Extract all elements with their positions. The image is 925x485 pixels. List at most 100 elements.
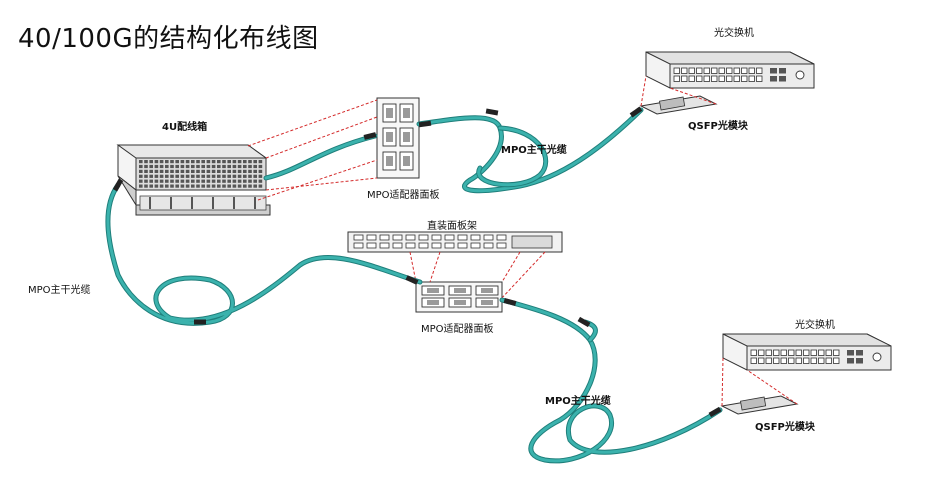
switch-port bbox=[733, 75, 740, 82]
chassis-port bbox=[191, 160, 195, 164]
chassis-port bbox=[139, 184, 143, 188]
patch-port bbox=[496, 234, 507, 241]
chassis-port bbox=[159, 169, 164, 173]
mpo-adapter-core bbox=[454, 288, 466, 293]
chassis-port bbox=[248, 169, 252, 173]
switch-port bbox=[825, 349, 832, 356]
chassis-port bbox=[180, 164, 185, 169]
patch-port bbox=[418, 242, 429, 249]
chassis-port bbox=[149, 164, 153, 169]
patch-port bbox=[470, 234, 481, 241]
chassis-port bbox=[253, 179, 257, 183]
chassis-port bbox=[201, 169, 205, 173]
chassis-port bbox=[237, 184, 242, 188]
chassis-port bbox=[144, 169, 148, 173]
chassis-port bbox=[201, 164, 205, 169]
chassis-port bbox=[149, 160, 153, 164]
chassis-port bbox=[217, 164, 221, 169]
chassis-port bbox=[196, 160, 200, 164]
dashed-link bbox=[640, 75, 647, 107]
chassis-port bbox=[211, 169, 216, 173]
chassis-port bbox=[253, 164, 257, 169]
mpo-adapter-core bbox=[481, 300, 493, 305]
mpo-connector bbox=[112, 178, 124, 192]
chassis-port bbox=[159, 174, 164, 178]
chassis-port bbox=[139, 169, 143, 173]
switch-port bbox=[750, 357, 757, 364]
fiber-cable bbox=[264, 134, 377, 180]
label-patch-panel: 直装面板架 bbox=[427, 221, 477, 232]
cable-connectors bbox=[112, 106, 722, 418]
switch-port bbox=[765, 357, 772, 364]
chassis-port bbox=[154, 184, 159, 188]
mpo-adapter-core bbox=[403, 108, 410, 118]
switch-port bbox=[718, 75, 725, 82]
chassis-port bbox=[149, 184, 153, 188]
chassis-port bbox=[248, 160, 252, 164]
chassis-port bbox=[253, 174, 257, 178]
chassis-port bbox=[175, 164, 179, 169]
chassis-port bbox=[144, 160, 148, 164]
label-adapter-panel-bottom: MPO适配器面板 bbox=[421, 324, 494, 335]
switch-port bbox=[810, 357, 817, 364]
chassis-port bbox=[201, 184, 205, 188]
chassis-port bbox=[154, 169, 159, 173]
chassis-port bbox=[149, 174, 153, 178]
switch-port bbox=[673, 75, 680, 82]
chassis-port bbox=[232, 169, 237, 173]
mpo-adapter-core bbox=[386, 108, 393, 118]
chassis-port bbox=[185, 160, 190, 164]
chassis-port bbox=[201, 174, 205, 178]
chassis-port bbox=[211, 174, 216, 178]
switch-port bbox=[765, 349, 772, 356]
mpo-connector bbox=[405, 275, 419, 285]
chassis-port bbox=[227, 169, 231, 173]
label-chassis: 4U配线箱 bbox=[162, 122, 208, 133]
fiber-cable bbox=[417, 108, 643, 193]
switch-port bbox=[681, 75, 688, 82]
mpo-adapter-core bbox=[481, 288, 493, 293]
diagram-title: 40/100G的结构化布线图 bbox=[18, 24, 319, 54]
patch-port bbox=[366, 242, 377, 249]
chassis-port bbox=[154, 174, 159, 178]
switch-port bbox=[756, 67, 763, 74]
switch-uplink-port bbox=[847, 358, 854, 364]
patch-port bbox=[496, 242, 507, 249]
chassis-port bbox=[185, 174, 190, 178]
chassis-port bbox=[165, 160, 169, 164]
chassis-port bbox=[144, 179, 148, 183]
chassis-port bbox=[222, 174, 226, 178]
patch-port bbox=[431, 234, 442, 241]
chassis-port bbox=[206, 169, 211, 173]
mpo-adapter-core bbox=[403, 156, 410, 166]
chassis-port bbox=[258, 179, 263, 183]
switch-port bbox=[688, 67, 695, 74]
chassis-port bbox=[227, 184, 231, 188]
chassis-port bbox=[191, 169, 195, 173]
patch-port bbox=[483, 242, 494, 249]
chassis-port bbox=[170, 164, 174, 169]
mpo-connector bbox=[363, 132, 377, 140]
chassis-port bbox=[217, 169, 221, 173]
chassis-port bbox=[217, 184, 221, 188]
dashed-link bbox=[265, 177, 378, 191]
chassis-port bbox=[248, 184, 252, 188]
mpo-connector bbox=[629, 106, 643, 118]
fiber-cable bbox=[106, 183, 422, 325]
chassis-port bbox=[144, 184, 148, 188]
switch-port bbox=[825, 357, 832, 364]
switch-uplink-port bbox=[856, 358, 863, 364]
chassis-port bbox=[180, 184, 185, 188]
mpo-connector bbox=[708, 406, 722, 418]
chassis-port bbox=[185, 164, 190, 169]
switch-port bbox=[788, 349, 795, 356]
dashed-link bbox=[721, 357, 724, 407]
mpo-adapter-core bbox=[386, 132, 393, 142]
chassis-4u bbox=[116, 144, 271, 216]
chassis-port bbox=[165, 174, 169, 178]
dashed-link bbox=[247, 99, 378, 147]
chassis-port bbox=[201, 160, 205, 164]
switch-port bbox=[795, 349, 802, 356]
qsfp-module-bottom bbox=[720, 395, 799, 415]
chassis-port bbox=[206, 174, 211, 178]
